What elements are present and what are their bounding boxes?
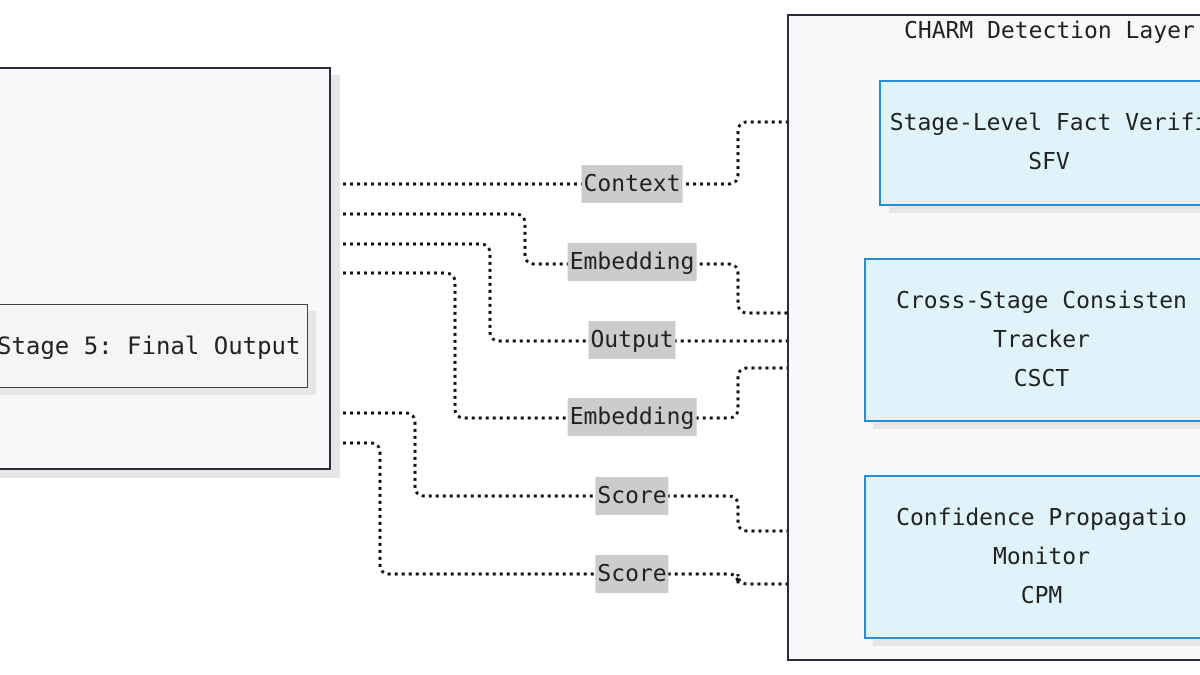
module-sfv: Stage-Level Fact Verifi SFV: [879, 80, 1200, 206]
edge-embedding-2: [0, 271, 856, 420]
stage-5-final-output: Stage 5: Final Output: [0, 304, 308, 388]
edge-label-score-1: Score: [595, 477, 669, 515]
detection-layer-title: CHARM Detection Layer: [904, 18, 1195, 44]
module-sfv-name: Stage-Level Fact Verifi: [889, 110, 1200, 136]
edge-score-2: [0, 441, 856, 587]
edge-label-embedding-1: Embedding: [567, 243, 697, 281]
module-csct-name: Cross-Stage Consisten: [896, 287, 1187, 314]
module-csct: Cross-Stage Consisten Tracker CSCT: [864, 258, 1200, 422]
edge-score-1: [0, 411, 856, 534]
edge-label-output: Output: [588, 321, 676, 359]
module-cpm-sub: Monitor: [993, 543, 1090, 570]
module-cpm: Confidence Propagatio Monitor CPM: [864, 475, 1200, 639]
module-sfv-abbr: SFV: [1028, 149, 1070, 175]
edge-context: [0, 119, 871, 186]
edge-output: [0, 157, 871, 343]
module-csct-sub: Tracker: [993, 326, 1090, 353]
module-csct-abbr: CSCT: [1013, 365, 1070, 392]
pipeline-container: [0, 67, 331, 470]
edge-label-score-2: Score: [595, 555, 669, 593]
module-cpm-name: Confidence Propagatio: [896, 504, 1187, 531]
edge-label-embedding-2: Embedding: [567, 398, 697, 436]
edge-label-context: Context: [581, 165, 683, 203]
module-cpm-abbr: CPM: [1020, 582, 1063, 609]
